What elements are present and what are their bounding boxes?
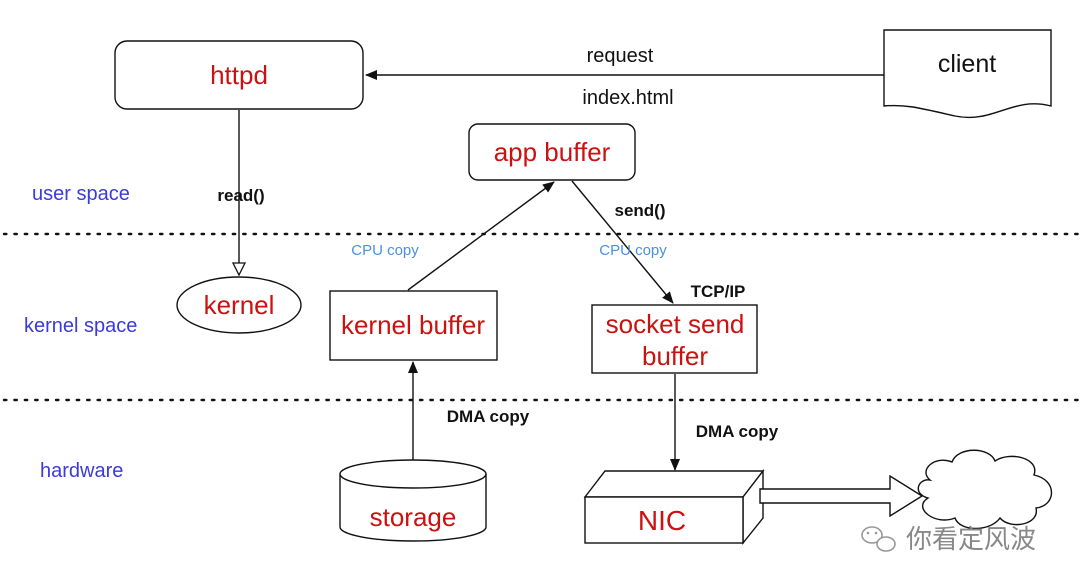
- kernel-node: [176, 276, 302, 334]
- wechat-logo-icon: [861, 526, 896, 552]
- network-cloud-icon: [917, 449, 1052, 530]
- send-label: send(): [615, 201, 666, 220]
- socket-send-buffer-label-line2: buffer: [642, 341, 708, 371]
- storage-node-top: [339, 459, 487, 489]
- kernel-buffer-label: kernel buffer: [341, 310, 485, 340]
- storage-label: storage: [370, 502, 457, 532]
- nic-node-top: [583, 470, 765, 498]
- socket-send-buffer-node: [591, 304, 758, 374]
- dma-copy-right-label: DMA copy: [696, 422, 779, 441]
- client-node: [883, 29, 1052, 119]
- layer-label-hardware: hardware: [40, 460, 123, 482]
- app-buffer-node: [468, 123, 636, 181]
- socket-send-buffer-label-line1: socket send: [606, 309, 745, 339]
- request-label: request: [587, 45, 654, 67]
- app-buffer-label: app buffer: [494, 137, 611, 167]
- client-label: client: [938, 50, 996, 78]
- kernel-label: kernel: [204, 290, 275, 320]
- cpu-copy-left-arrow: [407, 181, 555, 291]
- cpu-copy-left-label: CPU copy: [351, 242, 419, 259]
- storage-node-body: [339, 474, 487, 542]
- layer-label-kernel-space: kernel space: [24, 315, 137, 337]
- httpd-node: [114, 40, 364, 110]
- read-label: read(): [217, 186, 264, 205]
- network-arrow: [759, 474, 924, 518]
- layer-label-user-space: user space: [32, 183, 130, 205]
- send-arrow: [571, 180, 674, 304]
- index-html-label: index.html: [582, 87, 673, 109]
- tcp-ip-label: TCP/IP: [691, 282, 746, 301]
- nic-node-front: [584, 496, 744, 544]
- kernel-buffer-node: [329, 290, 498, 361]
- httpd-label: httpd: [210, 60, 268, 90]
- cpu-copy-right-label: CPU copy: [599, 242, 667, 259]
- dma-copy-left-label: DMA copy: [447, 407, 530, 426]
- nic-label: NIC: [638, 505, 686, 536]
- watermark-text: 你看定风波: [906, 525, 1036, 555]
